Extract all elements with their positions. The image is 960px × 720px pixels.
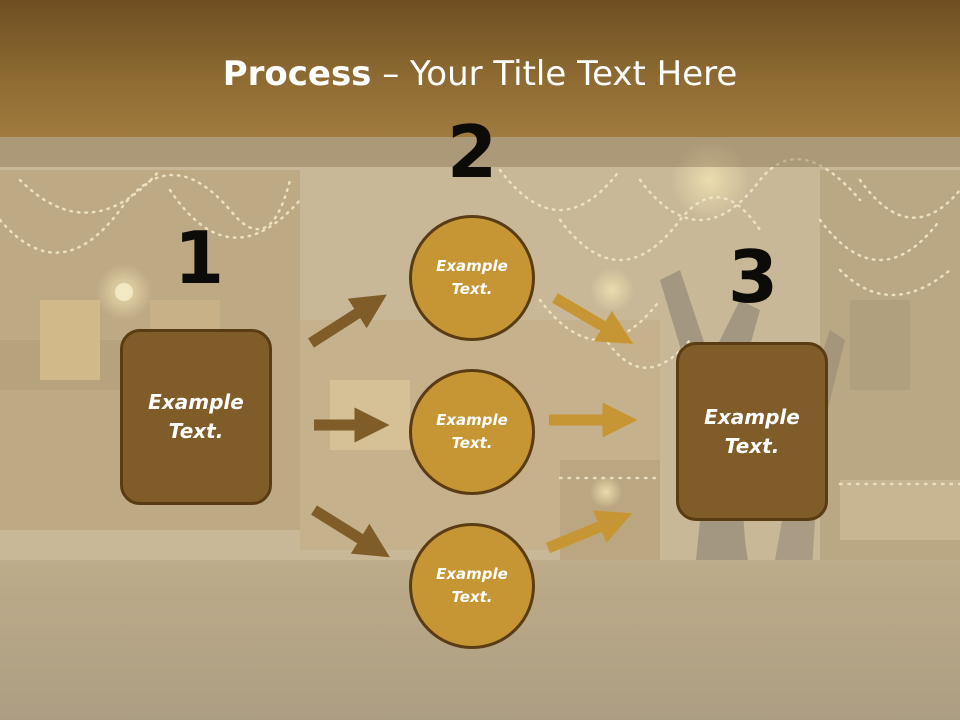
process-box-right-text: Example Text. [704,404,800,458]
slide-title-rest: – Your Title Text Here [371,54,738,94]
process-box-left[interactable]: Example Text. [120,329,272,505]
process-circle-bottom[interactable]: Example Text. [409,523,535,649]
process-circle-top[interactable]: Example Text. [409,215,535,341]
slide-title-bold: Process [222,54,372,94]
arrow-bottom-to-right [545,510,633,554]
step-number-3: 3 [727,235,779,319]
title-bar [0,0,960,137]
arrow-left-to-top [308,294,387,348]
arrow-top-to-right [552,293,634,344]
slide-title[interactable]: Process – Your Title Text Here [0,52,960,96]
title-bar-shadow [0,137,960,167]
process-circle-bottom-text: Example Text. [436,565,508,606]
process-circle-middle[interactable]: Example Text. [409,369,535,495]
arrow-left-to-bottom [311,505,390,558]
step-number-2: 2 [446,110,498,194]
process-circle-middle-text: Example Text. [436,411,508,452]
process-circle-top-text: Example Text. [436,257,508,298]
step-number-1: 1 [173,216,225,300]
process-box-right[interactable]: Example Text. [676,342,828,521]
process-box-left-text: Example Text. [148,390,244,443]
